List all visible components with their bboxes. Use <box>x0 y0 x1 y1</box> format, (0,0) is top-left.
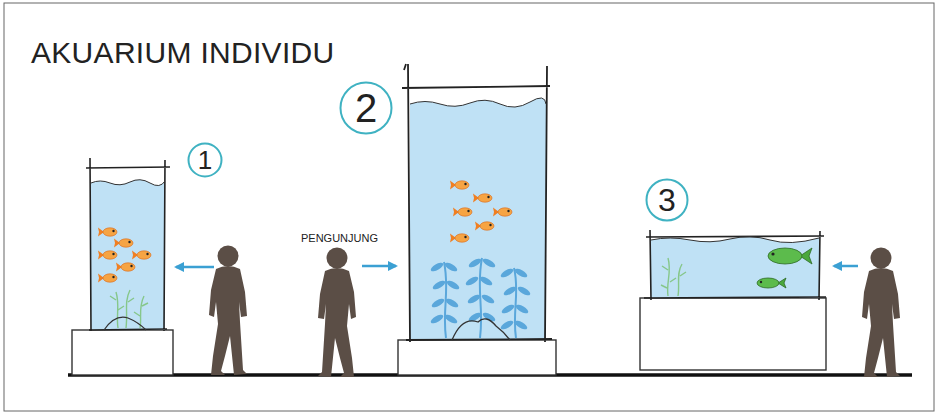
callout-number: 3 <box>658 184 676 216</box>
water <box>651 237 819 298</box>
plant <box>661 258 686 296</box>
rock <box>104 317 146 330</box>
plant <box>110 290 148 328</box>
callout-circle: 3 <box>645 178 689 222</box>
diagram-title: AKUARIUM INDIVIDU <box>31 36 334 70</box>
frame-border <box>4 3 934 411</box>
fish-group <box>98 228 151 283</box>
view-arrow <box>176 266 214 269</box>
rock <box>452 319 510 340</box>
aquarium-large <box>398 64 556 375</box>
circle-shape <box>189 144 222 177</box>
tank-frame <box>86 158 170 331</box>
callout-number: 2 <box>355 88 377 128</box>
visitor-label: PENGUNJUNG <box>301 232 378 244</box>
aquarium-base <box>398 340 556 375</box>
fish-group <box>450 181 512 243</box>
aquarium-base <box>72 330 173 375</box>
callout-circle: 1 <box>187 142 223 178</box>
circle-shape <box>647 180 688 221</box>
circle-shape <box>341 83 392 134</box>
view-arrow <box>834 265 858 268</box>
water-surface <box>410 98 546 107</box>
view-arrow <box>362 265 396 268</box>
tank-frame <box>644 230 826 300</box>
aquarium-base <box>640 298 826 370</box>
water-surface <box>91 180 165 186</box>
aquarium-wide <box>640 230 826 370</box>
water <box>410 98 546 340</box>
callout-circle: 2 <box>339 81 393 135</box>
fish-green <box>757 248 812 288</box>
visitor-silhouette <box>209 246 247 376</box>
tank-frame <box>402 64 552 342</box>
water <box>91 180 165 330</box>
visitor-silhouette <box>862 248 900 378</box>
callout-number: 1 <box>198 147 212 173</box>
plant <box>429 257 531 338</box>
aquarium-tall <box>72 158 173 375</box>
visitor-silhouette <box>318 248 356 378</box>
water-surface <box>651 237 819 243</box>
